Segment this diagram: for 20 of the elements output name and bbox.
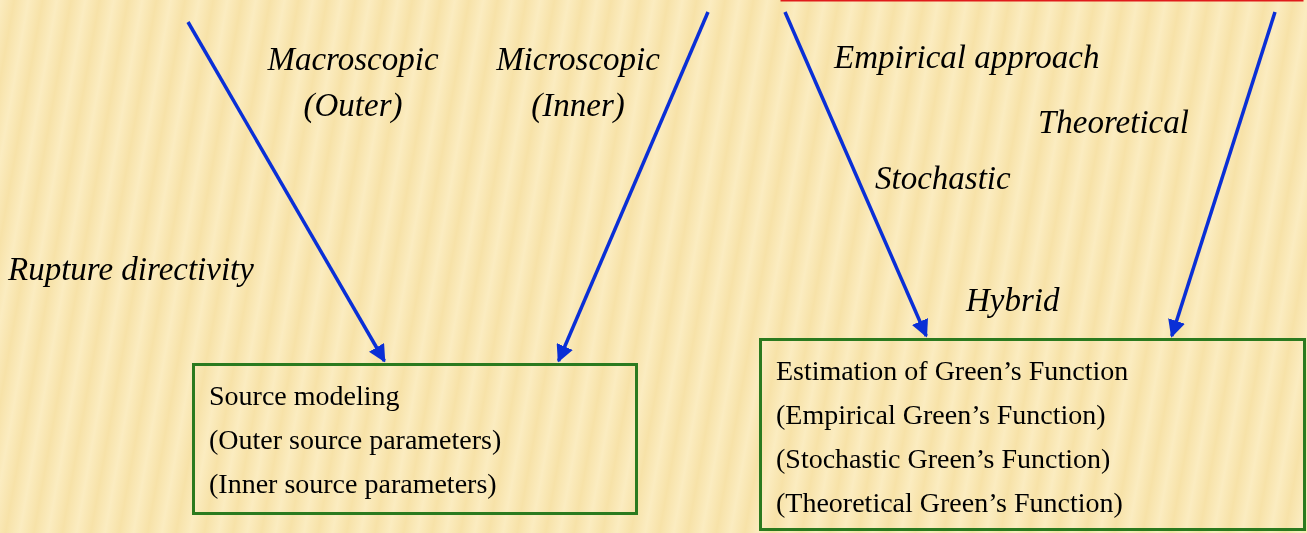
box-heading: Source modeling [209,379,401,413]
italic-label: Theoretical [1038,103,1190,142]
italic-label: Hybrid [966,281,1061,320]
text-box [759,338,1306,531]
arrow [783,11,928,338]
arrow [556,11,710,363]
italic-label: Macroscopic (Outer) [266,40,440,125]
italic-label: Rupture directivity [8,250,255,289]
box-line: (Outer source parameters) [209,423,503,457]
italic-label: Microscopic (Inner) [495,40,661,125]
box-line: (Stochastic Green’s Function) [776,442,1112,476]
italic-label: Empirical approach [834,38,1101,77]
arrow [186,21,386,363]
italic-label: Stochastic [875,159,1012,198]
box-line: (Empirical Green’s Function) [776,398,1107,432]
box-line: (Inner source parameters) [209,467,498,501]
arrow [1168,11,1277,338]
box-line: (Theoretical Green’s Function) [776,486,1124,520]
box-heading: Estimation of Green’s Function [776,354,1130,388]
text-box [192,363,638,515]
